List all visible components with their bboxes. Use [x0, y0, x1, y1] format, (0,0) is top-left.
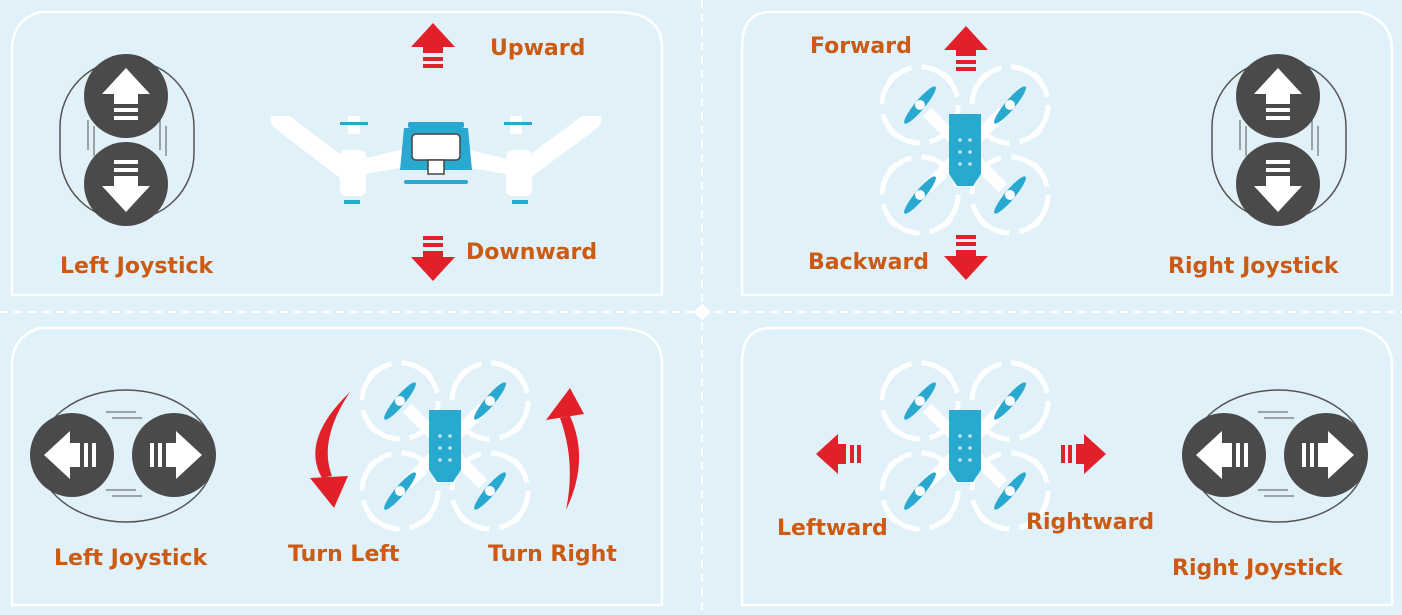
- forward-label: Forward: [810, 34, 912, 59]
- leftward-arrow-icon: [816, 434, 861, 474]
- down-arrow-icon: [84, 142, 168, 226]
- upward-label: Upward: [490, 36, 586, 61]
- drone-top-view: [362, 363, 528, 529]
- turn-left-label: Turn Left: [288, 542, 400, 567]
- left-joystick-vertical: [59, 54, 195, 226]
- backward-label: Backward: [808, 250, 930, 275]
- right-arrow-icon: [1284, 413, 1368, 497]
- downward-label: Downward: [466, 240, 598, 265]
- up-arrow-icon: [1236, 54, 1320, 138]
- up-arrow-icon: [84, 54, 168, 138]
- turn-right-arrow-icon: [546, 388, 584, 510]
- left-arrow-icon: [30, 413, 114, 497]
- right-joystick-label: Right Joystick: [1172, 556, 1343, 581]
- upward-arrow-icon: [411, 23, 455, 68]
- backward-arrow-icon: [944, 235, 988, 280]
- panel-frames: [10, 10, 1394, 607]
- right-joystick-label: Right Joystick: [1168, 254, 1339, 279]
- turn-left-arrow-icon: [310, 392, 350, 508]
- rightward-arrow-icon: [1061, 434, 1106, 474]
- drone-top-view: [882, 67, 1048, 233]
- left-joystick-label: Left Joystick: [60, 254, 214, 279]
- center-diamond: [693, 303, 711, 321]
- rightward-label: Rightward: [1026, 510, 1155, 535]
- right-joystick-horizontal: [1182, 389, 1368, 523]
- turn-right-label: Turn Right: [488, 542, 617, 567]
- left-joystick-horizontal: [30, 389, 216, 523]
- right-arrow-icon: [132, 413, 216, 497]
- right-joystick-vertical: [1211, 54, 1347, 226]
- drone-side-view: [270, 116, 602, 204]
- drone-top-view: [882, 363, 1048, 529]
- downward-arrow-icon: [411, 236, 455, 281]
- leftward-label: Leftward: [777, 516, 888, 541]
- left-joystick-label: Left Joystick: [54, 546, 208, 571]
- down-arrow-icon: [1236, 142, 1320, 226]
- left-arrow-icon: [1182, 413, 1266, 497]
- forward-arrow-icon: [944, 26, 988, 71]
